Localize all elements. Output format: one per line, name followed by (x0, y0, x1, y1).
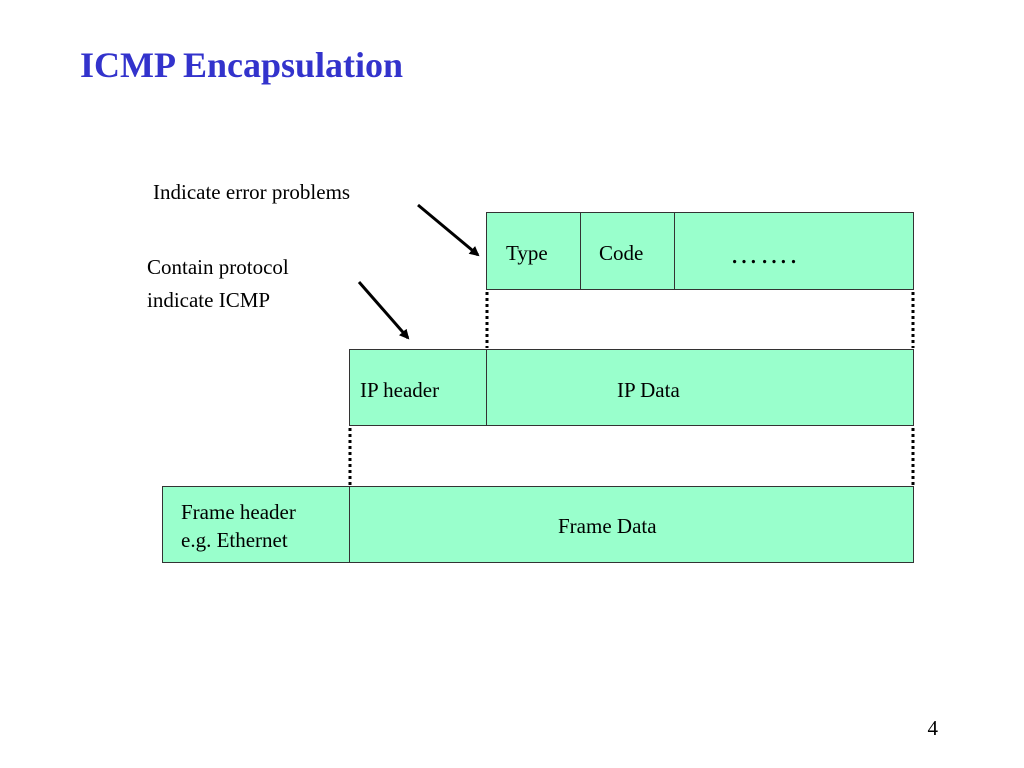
ip-header-label: IP header (360, 378, 440, 402)
icmp-type-field: Type (486, 212, 581, 290)
annotation-protocol-line2: indicate ICMP (147, 288, 271, 312)
frame-header-line1: Frame header (181, 500, 296, 524)
ip-data-label: IP Data (617, 378, 680, 402)
ip-data-field: IP Data (486, 349, 914, 426)
frame-header-field: Frame header e.g. Ethernet (162, 486, 350, 563)
annotation-contain-protocol: Contain protocol indicate ICMP (147, 251, 289, 317)
arrow-to-icmp-type (417, 203, 480, 257)
annotation-protocol-line1: Contain protocol (147, 255, 289, 279)
icmp-type-label: Type (506, 241, 548, 265)
icmp-rest-field: ……. (674, 212, 914, 290)
frame-data-label: Frame Data (558, 514, 657, 538)
page-number: 4 (927, 716, 939, 740)
slide-title: ICMP Encapsulation (80, 45, 404, 85)
frame-header-line2: e.g. Ethernet (181, 528, 288, 552)
frame-data-field: Frame Data (349, 486, 914, 563)
arrow-to-ip-header (357, 281, 410, 340)
annotation-error-problems: Indicate error problems (153, 180, 351, 204)
icmp-code-label: Code (599, 241, 644, 265)
ip-header-field: IP header (349, 349, 487, 426)
icmp-rest-ellipsis: ……. (730, 239, 799, 270)
